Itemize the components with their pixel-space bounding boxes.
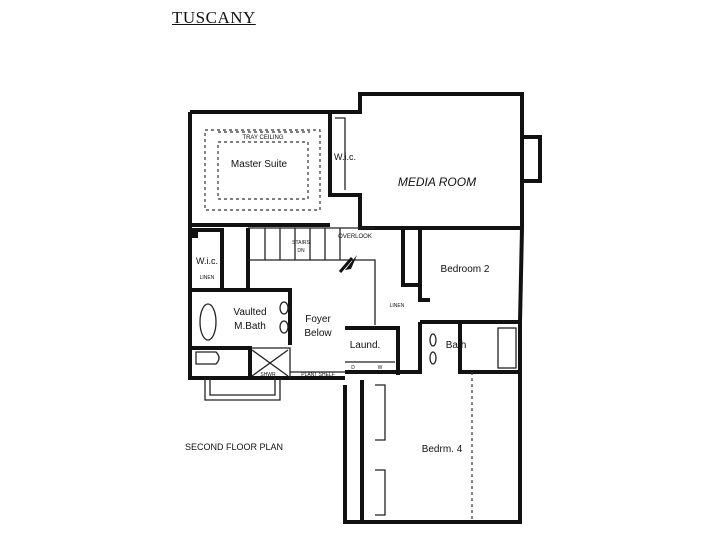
tray-ceiling-label: TRAY CEILING: [242, 135, 283, 141]
washer-label: W: [378, 365, 383, 371]
plan-title: TUSCANY: [172, 8, 256, 27]
plant-shelf-label: PLANT SHELF: [301, 372, 335, 378]
shwr-label: SHWR: [260, 372, 276, 378]
stairs-dn-label: DN: [297, 248, 305, 254]
foyer-label: Foyer: [305, 314, 331, 325]
bedroom2-label: Bedroom 2: [441, 264, 490, 275]
overlook-label: OVERLOOK: [338, 234, 372, 240]
wic-left-label: W.i.c.: [196, 256, 218, 266]
stairs-label: STAIRS: [292, 240, 310, 246]
bedrm4-label: Bedrm. 4: [422, 444, 463, 455]
below-label: Below: [304, 328, 332, 339]
plan-label: SECOND FLOOR PLAN: [185, 442, 283, 452]
exterior-walls: [188, 92, 542, 524]
vaulted-label: Vaulted: [233, 307, 266, 318]
room-labels: TRAY CEILING Master Suite W.i.c. MEDIA R…: [185, 135, 490, 455]
interior-walls: [190, 112, 522, 522]
dryer-label: D: [351, 365, 355, 371]
master-suite-label: Master Suite: [231, 159, 288, 170]
mbath-label: M.Bath: [234, 321, 266, 332]
media-bump-out: [520, 135, 542, 183]
laund-label: Laund.: [350, 340, 381, 351]
linen-right-label: LINEN: [390, 303, 405, 309]
bath-label: Bath: [446, 340, 467, 351]
media-room-label: MEDIA ROOM: [398, 175, 476, 189]
linen-left-label: LINEN: [200, 275, 215, 281]
wic-master-label: W.i.c.: [334, 152, 356, 162]
